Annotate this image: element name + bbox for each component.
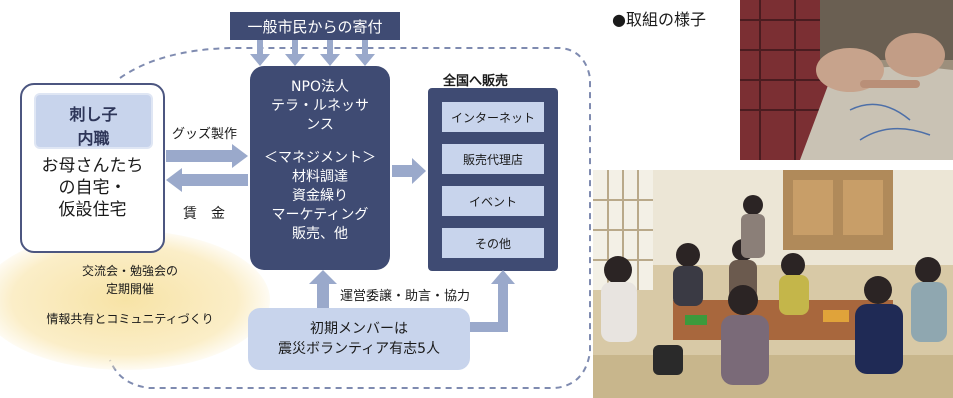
community-text: 交流会・勉強会の 定期開催 情報共有とコミュニティづくり bbox=[20, 262, 240, 328]
mothers-line1: お母さんたち bbox=[41, 156, 144, 176]
goods-production-label: グッズ製作 bbox=[172, 127, 238, 142]
donation-box: 一般市民からの寄付 bbox=[230, 12, 400, 40]
artisan-box: 刺し子 内職 お母さんたち の自宅・ 仮設住宅 bbox=[20, 83, 165, 253]
founders-box: 初期メンバーは 震災ボランティア有志5人 bbox=[248, 308, 470, 370]
npo-line1: NPO法人 bbox=[291, 79, 349, 95]
artisan-title-box: 刺し子 内職 bbox=[36, 95, 151, 148]
channel-other: その他 bbox=[442, 228, 544, 258]
channel-event: イベント bbox=[442, 186, 544, 216]
npo-box: NPO法人 テラ・ルネッサ ンス ＜マネジメント＞ 材料調達 資金繰り マーケテ… bbox=[250, 66, 390, 270]
photo-hands-sewing bbox=[740, 0, 953, 160]
community-line3: 情報共有とコミュニティづくり bbox=[46, 312, 214, 326]
founders-to-sales-arrow bbox=[470, 270, 515, 332]
npo-item2: 資金繰り bbox=[292, 188, 348, 204]
group-activity-illustration bbox=[593, 170, 953, 398]
support-label: 運営委譲・助言・協力 bbox=[340, 289, 471, 304]
hands-sewing-illustration bbox=[740, 0, 953, 160]
community-glow bbox=[0, 230, 270, 370]
founders-line2: 震災ボランティア有志5人 bbox=[277, 341, 441, 357]
npo-item1: 材料調達 bbox=[292, 169, 348, 185]
mothers-line3: 仮設住宅 bbox=[58, 200, 127, 220]
sales-title: 全国へ販売 bbox=[443, 74, 509, 89]
community-line2: 定期開催 bbox=[105, 282, 154, 296]
founders-line1: 初期メンバーは bbox=[310, 321, 408, 337]
donation-arrows bbox=[250, 40, 375, 66]
mothers-text: お母さんたち の自宅・ 仮設住宅 bbox=[22, 155, 163, 221]
sales-box: インターネット 販売代理店 イベント その他 bbox=[428, 88, 558, 271]
community-line1: 交流会・勉強会の bbox=[81, 264, 178, 278]
npo-to-sales-arrow bbox=[392, 158, 426, 184]
support-up-arrow bbox=[309, 270, 337, 312]
channel-agency: 販売代理店 bbox=[442, 144, 544, 174]
npo-item4: 販売、他 bbox=[292, 226, 348, 242]
channel-internet: インターネット bbox=[442, 102, 544, 132]
donation-label: 一般市民からの寄付 bbox=[247, 17, 383, 36]
wage-label: 賃 金 bbox=[183, 206, 225, 222]
artisan-title-line2: 内職 bbox=[77, 129, 110, 148]
npo-item3: マーケティング bbox=[271, 207, 369, 223]
artisan-title-line1: 刺し子 bbox=[69, 105, 118, 124]
npo-line2: テラ・ルネッサ bbox=[271, 98, 369, 114]
dashed-loop bbox=[109, 47, 591, 389]
photo-group-activity bbox=[593, 170, 953, 398]
mothers-line2: の自宅・ bbox=[58, 178, 127, 198]
exchange-arrows bbox=[166, 144, 248, 192]
npo-management: ＜マネジメント＞ bbox=[264, 150, 376, 166]
npo-line3: ンス bbox=[306, 117, 334, 133]
photos-caption: ●取組の様子 bbox=[612, 10, 706, 29]
